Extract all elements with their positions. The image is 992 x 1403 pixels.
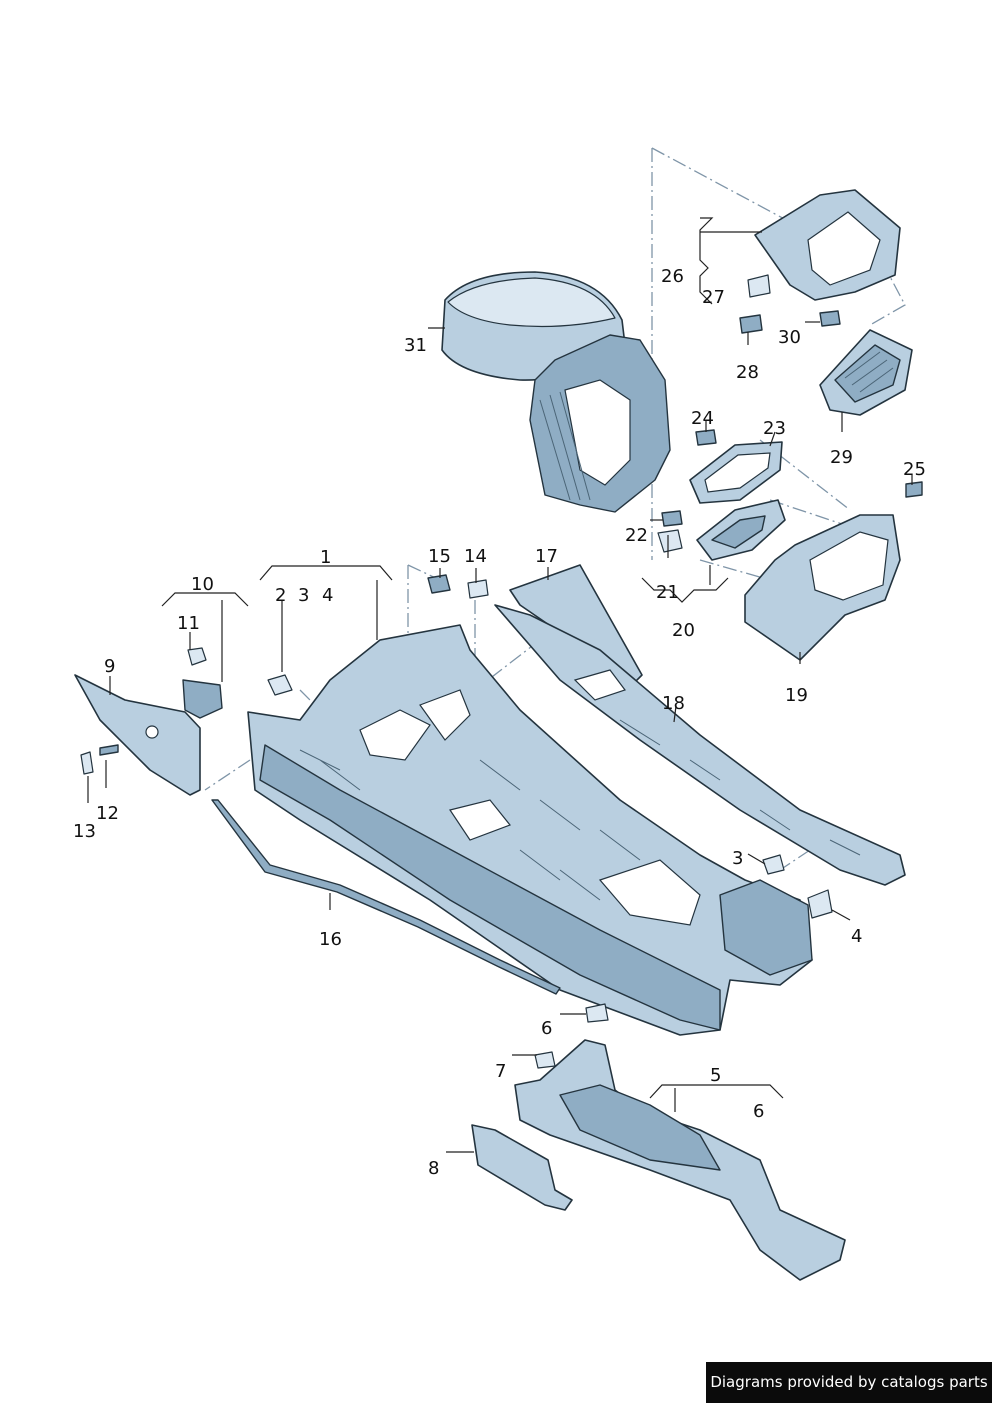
callout-23: 23 [763, 418, 786, 439]
callout-18: 18 [662, 693, 685, 714]
nut-14 [467, 579, 489, 599]
callout-21: 21 [656, 582, 679, 603]
cap-13 [80, 751, 94, 775]
callout-22: 22 [625, 525, 648, 546]
lower-bracket [471, 1124, 573, 1211]
clip-27 [747, 274, 771, 298]
callout-3: 3 [298, 585, 309, 606]
callout-4b: 4 [851, 926, 862, 947]
callout-27: 27 [702, 287, 725, 308]
screw-24 [695, 429, 717, 446]
callout-10: 10 [191, 574, 214, 595]
clip-6 [585, 1003, 609, 1023]
callout-29: 29 [830, 447, 853, 468]
callout-labels: 1 2 3 4 3 4 5 6 6 7 8 9 10 11 12 13 14 1… [73, 266, 926, 1179]
armrest-bracket [529, 334, 671, 513]
callout-24: 24 [691, 408, 714, 429]
screw-25 [905, 481, 923, 498]
callout-16: 16 [319, 929, 342, 950]
callout-25: 25 [903, 459, 926, 480]
callout-9: 9 [104, 656, 115, 677]
center-console-frame [247, 624, 813, 1036]
storage-insert [689, 441, 783, 504]
callout-17: 17 [535, 546, 558, 567]
clip-2 [267, 674, 293, 696]
callout-6: 6 [541, 1018, 552, 1039]
callout-4: 4 [322, 585, 333, 606]
callout-28: 28 [736, 362, 759, 383]
callout-13: 13 [73, 821, 96, 842]
screw-30 [819, 310, 841, 327]
callout-3b: 3 [732, 848, 743, 869]
callout-31: 31 [404, 335, 427, 356]
callout-30: 30 [778, 327, 801, 348]
callout-15: 15 [428, 546, 451, 567]
callout-20: 20 [672, 620, 695, 641]
credit-banner: Diagrams provided by catalogs parts [706, 1362, 992, 1403]
callout-5: 5 [710, 1065, 721, 1086]
screw-12 [99, 744, 119, 756]
callout-7: 7 [495, 1061, 506, 1082]
clip-3 [762, 854, 785, 875]
callout-26: 26 [661, 266, 684, 287]
clip-4 [807, 889, 833, 919]
callout-1: 1 [320, 547, 331, 568]
nut-7 [534, 1051, 556, 1069]
screw-15 [427, 574, 451, 594]
callout-12: 12 [96, 803, 119, 824]
storage-bezel [754, 189, 901, 301]
left-bracket [182, 679, 223, 719]
callout-6b: 6 [753, 1101, 764, 1122]
lower-carrier [514, 1039, 846, 1281]
callout-8: 8 [428, 1158, 439, 1179]
callout-2: 2 [275, 585, 286, 606]
rear-trim-panel [744, 514, 901, 661]
callout-19: 19 [785, 685, 808, 706]
long-side-trim [494, 604, 906, 886]
leader-lines [87, 217, 913, 1153]
switch-module [657, 499, 786, 561]
callout-11: 11 [177, 613, 200, 634]
small-parts [80, 274, 923, 1069]
seal-strip [211, 799, 561, 995]
screw-22 [661, 510, 683, 527]
rear-air-vent [819, 329, 913, 416]
screw-28 [739, 314, 763, 334]
clip-11 [187, 647, 207, 666]
left-side-panel [74, 674, 201, 796]
callout-14: 14 [464, 546, 487, 567]
